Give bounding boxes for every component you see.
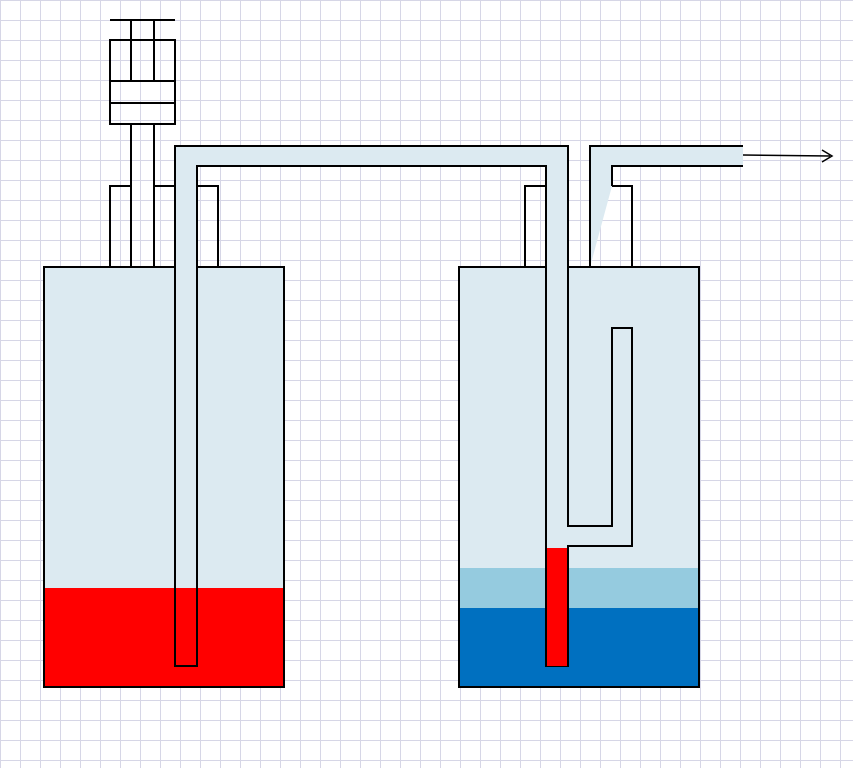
right-vessel-dark-water-layer	[459, 608, 699, 687]
outlet-tube-bottom-edge	[611, 165, 743, 186]
outlet-tube-top-edge	[589, 145, 743, 267]
right-vessel	[458, 266, 700, 688]
arrow-right-icon	[742, 149, 834, 163]
outlet-tube-fill	[590, 146, 743, 267]
left-vessel-red-liquid	[44, 588, 284, 687]
outlet-tube	[589, 145, 743, 267]
piston-pump	[109, 19, 176, 186]
red-column-tube-walls	[545, 546, 569, 666]
left-vessel	[43, 266, 285, 688]
right-vessel-light-water-layer	[459, 568, 699, 608]
left-tube-walls	[174, 588, 198, 667]
left-tube-red-fill	[176, 588, 196, 666]
red-liquid-column	[547, 548, 568, 666]
left-vessel-outline	[43, 266, 285, 688]
